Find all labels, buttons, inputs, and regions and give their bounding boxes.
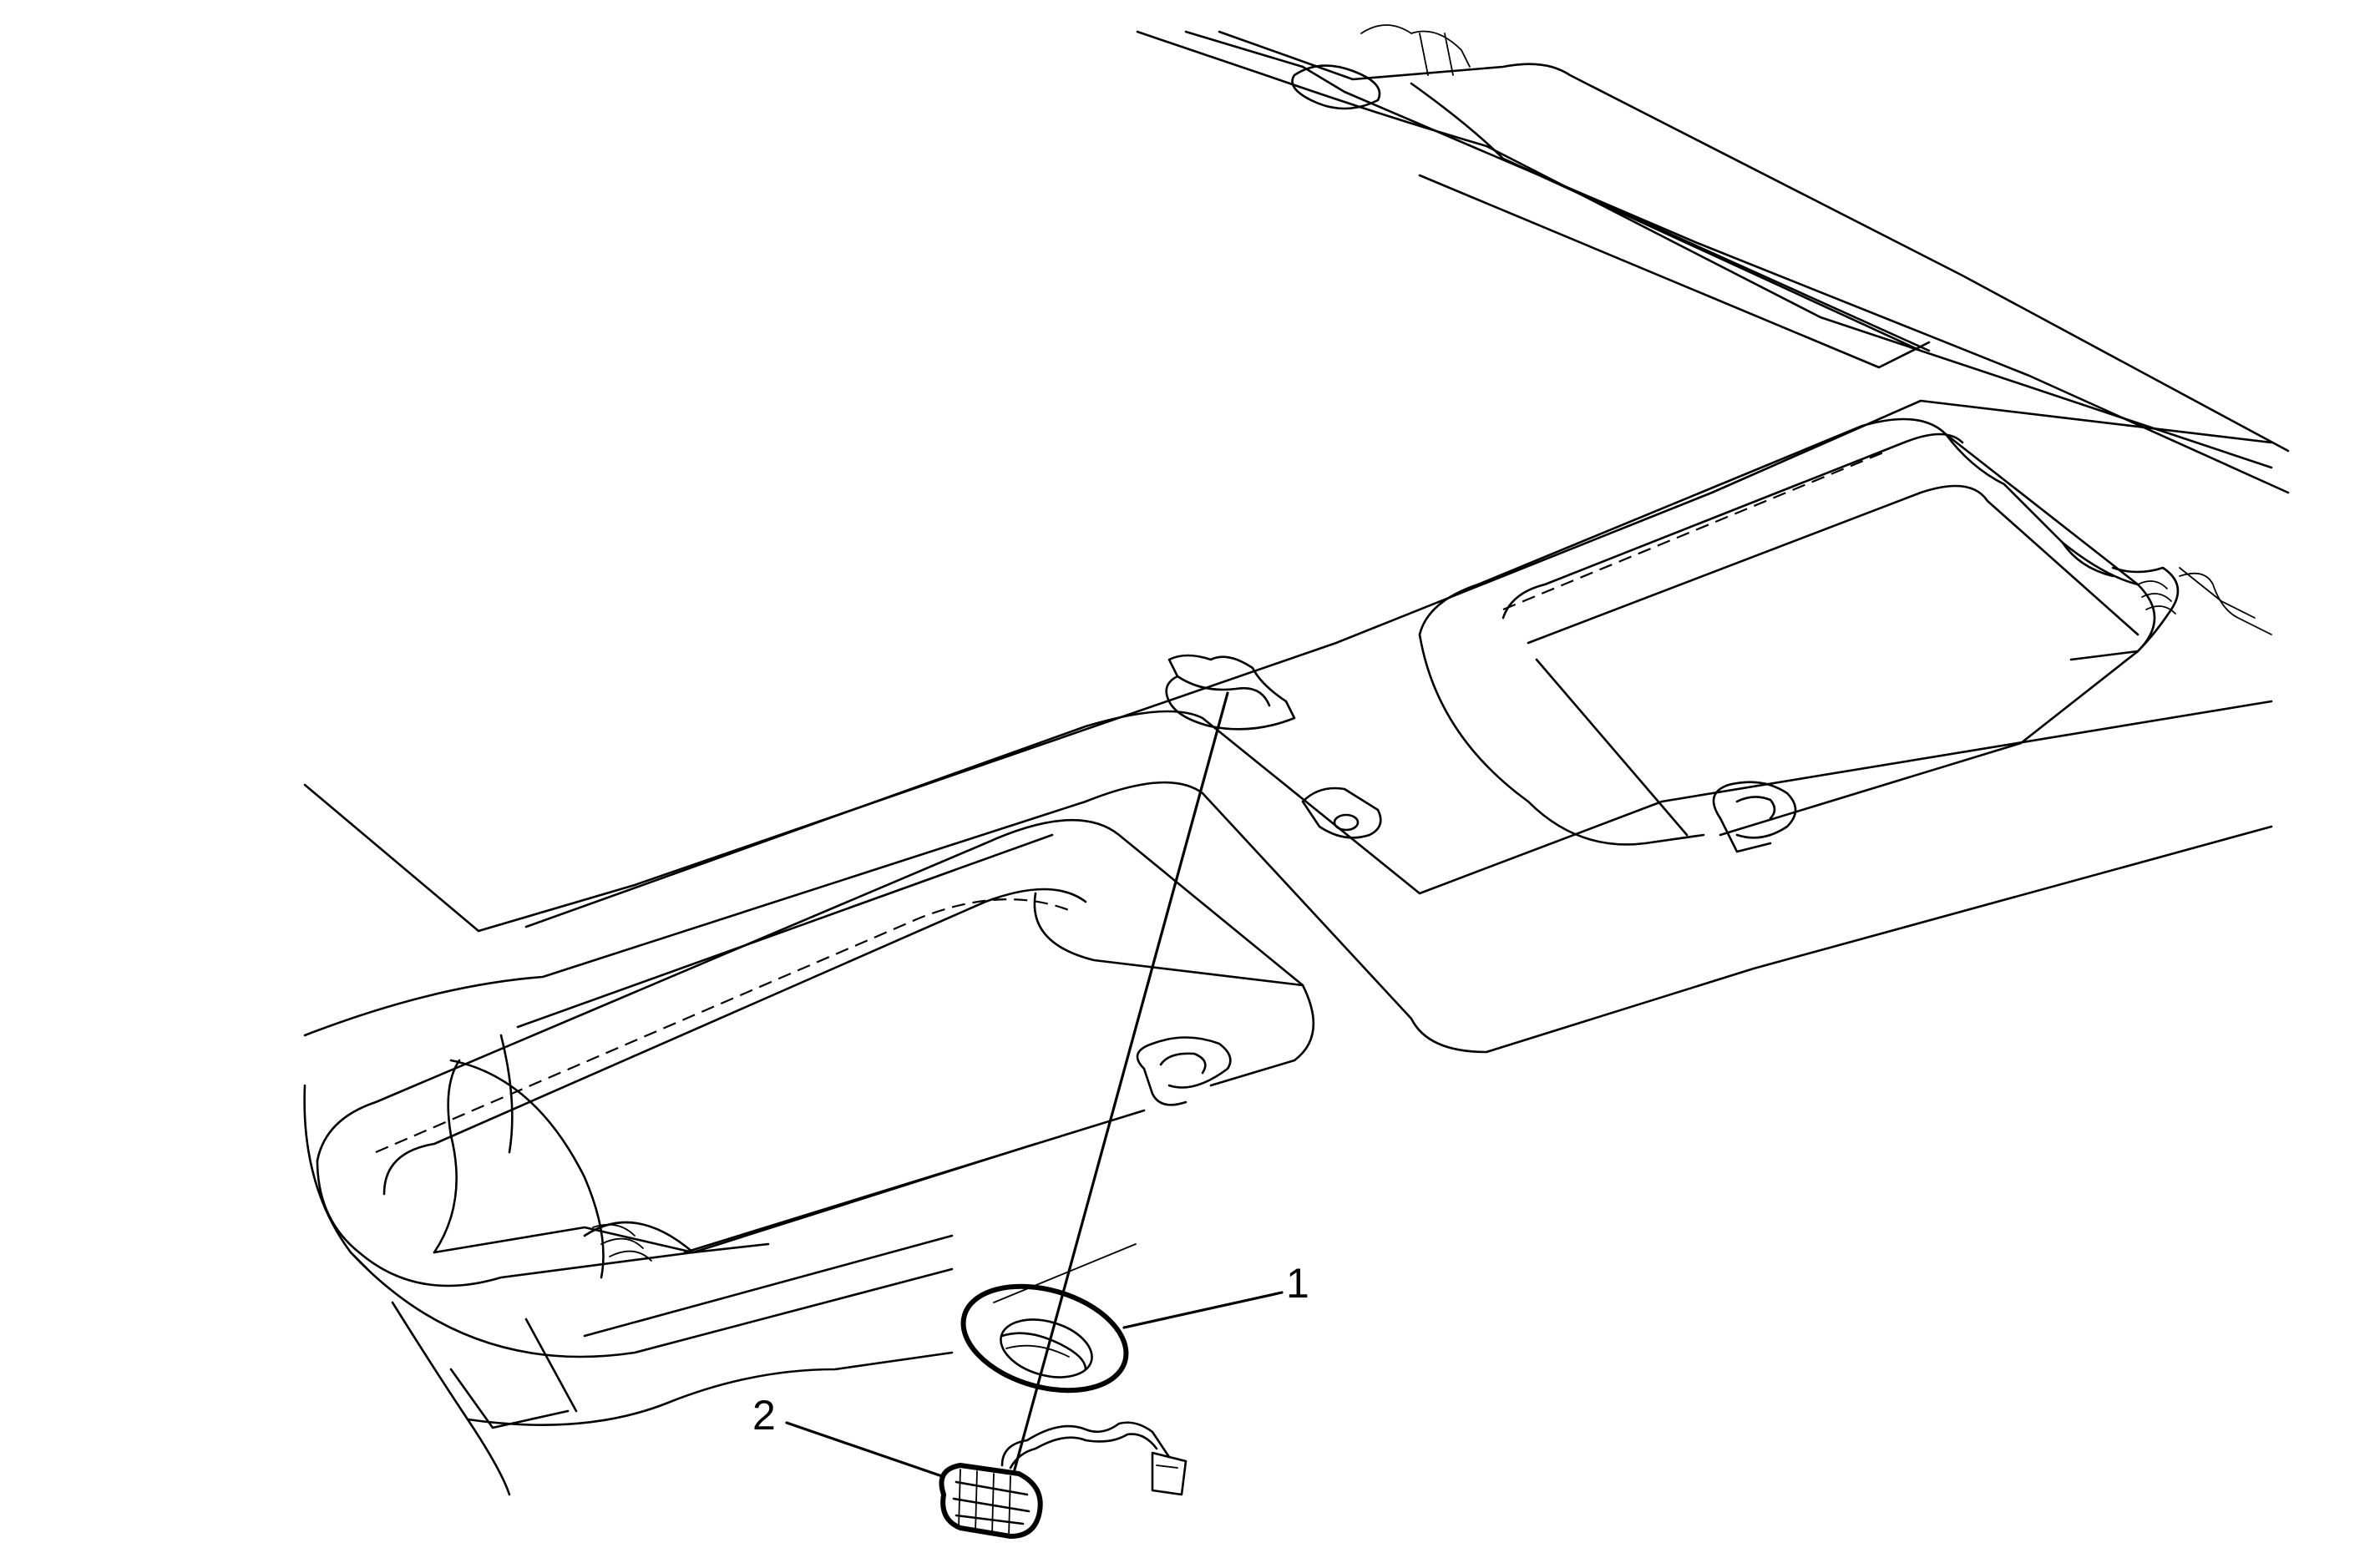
callout-1-label: 1 <box>1286 1260 1309 1307</box>
callout-1-leader <box>1122 1291 1284 1329</box>
callout-2-label: 2 <box>752 1392 776 1439</box>
headliner-outline <box>303 24 2290 1496</box>
right-sun-visor <box>1418 417 2272 853</box>
left-sun-visor <box>316 818 1315 1303</box>
alignment-line <box>1013 691 1229 1471</box>
callout-2-leader <box>785 1421 944 1478</box>
dome-lamp-bezel <box>960 1283 1129 1394</box>
roof-fixtures <box>1165 654 1382 839</box>
dome-lamp <box>939 1421 1187 1539</box>
